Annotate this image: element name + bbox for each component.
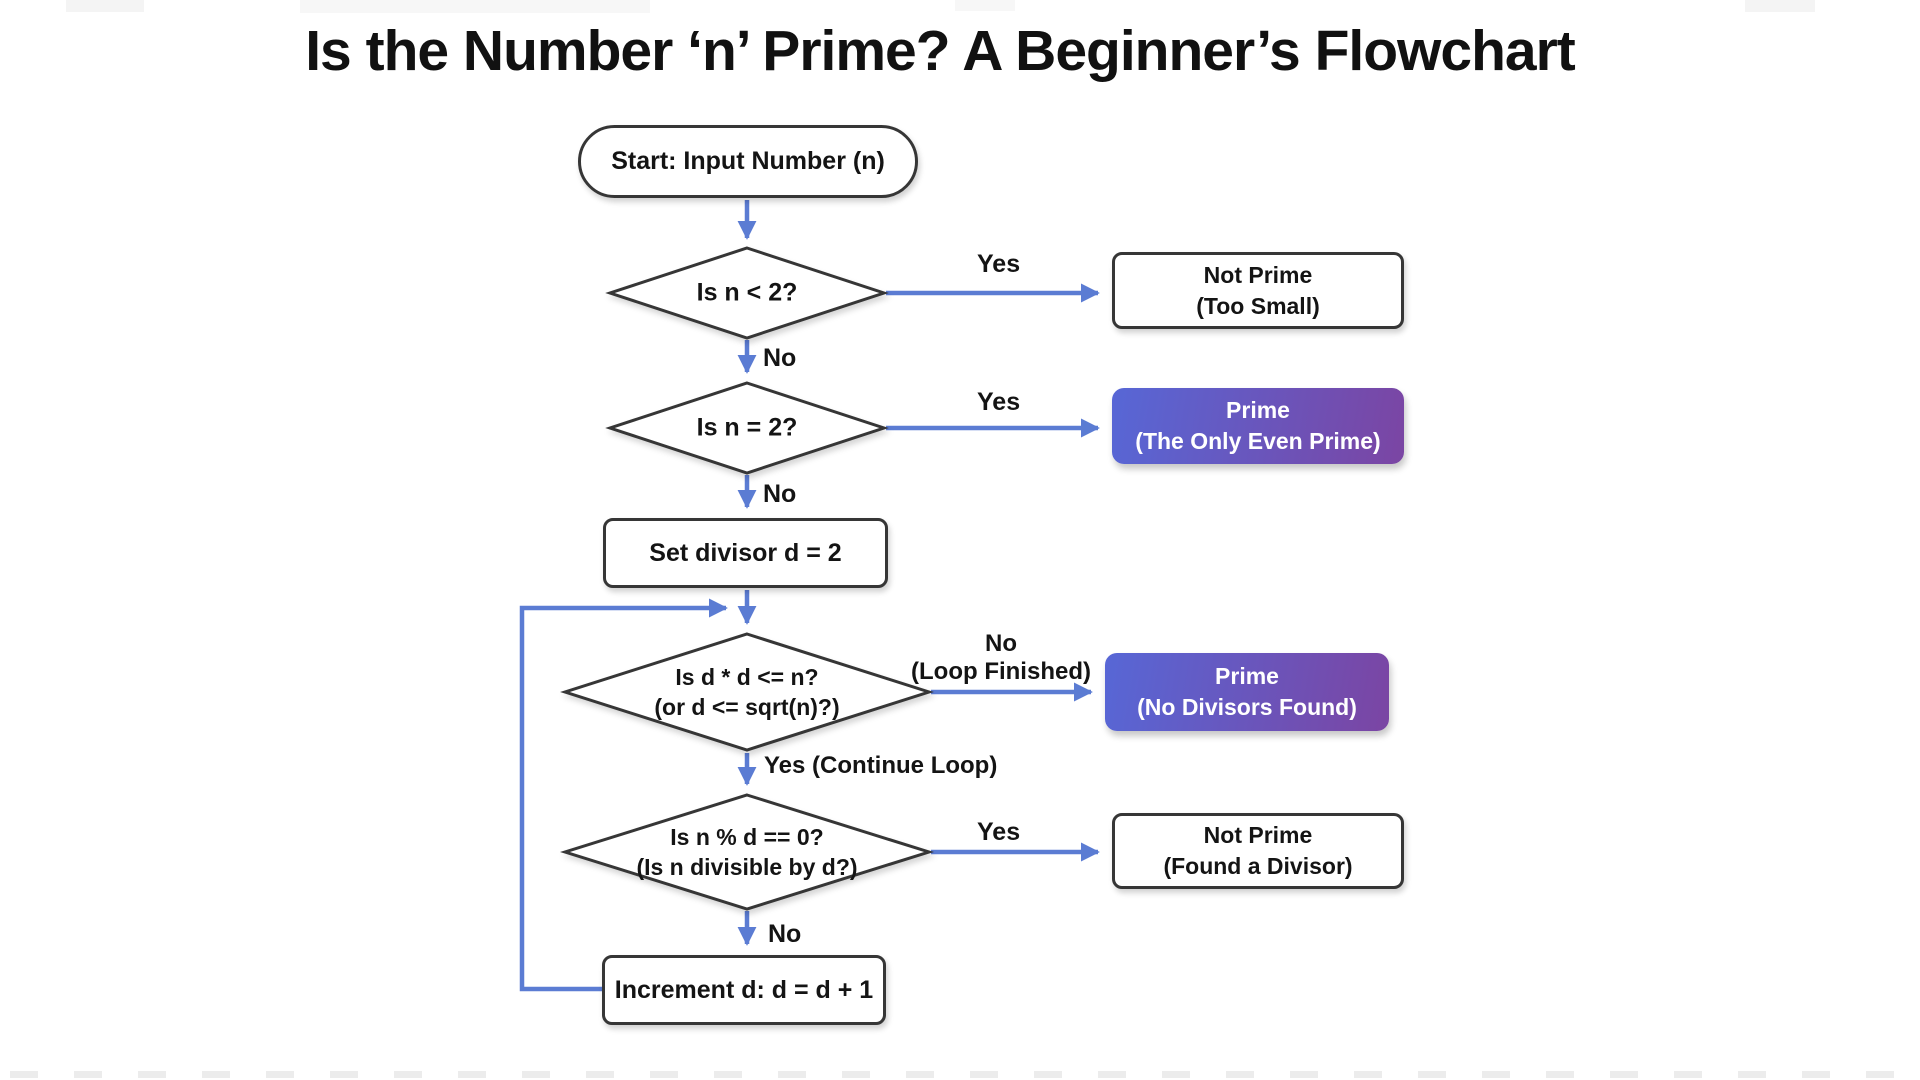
page-title: Is the Number ‘n’ Prime? A Beginner’s Fl… xyxy=(305,19,1576,83)
prime-no-divisors-line2: (No Divisors Found) xyxy=(1137,694,1357,720)
node-divisibility-check-label: Is n % d == 0? (Is n divisible by d?) xyxy=(636,822,857,882)
edge-label-no-not-two: No xyxy=(763,480,797,508)
edge-label-yes-equals-two: Yes xyxy=(977,388,1021,416)
diamond-loop-condition xyxy=(560,632,934,752)
node-not-prime-too-small: Not Prime (Too Small) xyxy=(1112,252,1404,329)
edge-label-yes-continue-loop: Yes (Continue Loop) xyxy=(764,752,998,779)
node-loop-condition-label: Is d * d <= n? (or d <= sqrt(n)?) xyxy=(654,662,839,722)
prime-no-divisors-line1: Prime xyxy=(1215,663,1279,689)
loop-condition-line1: Is d * d <= n? xyxy=(675,664,819,690)
divisibility-check-line2: (Is n divisible by d?) xyxy=(636,854,858,880)
node-prime-no-divisors: Prime (No Divisors Found) xyxy=(1105,653,1389,731)
loop-condition-line2: (or d <= sqrt(n)?) xyxy=(654,694,840,720)
edge-label-no-not-small: No xyxy=(763,344,797,372)
diamond-divisibility-check xyxy=(559,793,935,911)
not-prime-small-line2: (Too Small) xyxy=(1196,292,1320,319)
divisibility-check-line1: Is n % d == 0? xyxy=(670,824,824,850)
not-prime-divisor-line2: (Found a Divisor) xyxy=(1163,853,1353,879)
edge-label-yes-too-small: Yes xyxy=(977,250,1021,278)
node-set-divisor: Set divisor d = 2 xyxy=(603,518,888,588)
node-check-less-than-2-label: Is n < 2? xyxy=(696,278,798,307)
node-check-equals-2-label: Is n = 2? xyxy=(696,413,798,442)
node-start-label: Start: Input Number (n) xyxy=(611,147,885,176)
not-prime-small-line1: Not Prime xyxy=(1203,261,1313,288)
not-prime-divisor-line1: Not Prime xyxy=(1203,822,1313,848)
node-increment: Increment d: d = d + 1 xyxy=(602,955,886,1025)
diamond-check-less-than-2 xyxy=(605,246,889,340)
edge-label-no-loop-finished: No (Loop Finished) xyxy=(911,630,1091,686)
no-loop-finished-line2: (Loop Finished) xyxy=(911,658,1091,685)
no-loop-finished-line1: No xyxy=(985,630,1017,657)
set-divisor-label: Set divisor d = 2 xyxy=(649,538,842,567)
edge-label-yes-found-divisor: Yes xyxy=(977,818,1021,846)
increment-label: Increment d: d = d + 1 xyxy=(614,975,874,1004)
diamond-check-equals-2 xyxy=(605,381,889,475)
prime-even-line2: (The Only Even Prime) xyxy=(1135,428,1381,454)
node-start: Start: Input Number (n) xyxy=(578,125,918,198)
node-not-prime-found-divisor: Not Prime (Found a Divisor) xyxy=(1112,813,1404,889)
node-prime-only-even: Prime (The Only Even Prime) xyxy=(1112,388,1404,464)
arrow-loop-back xyxy=(519,598,728,992)
prime-even-line1: Prime xyxy=(1226,397,1290,423)
edge-label-no-not-divisible: No xyxy=(768,920,802,948)
